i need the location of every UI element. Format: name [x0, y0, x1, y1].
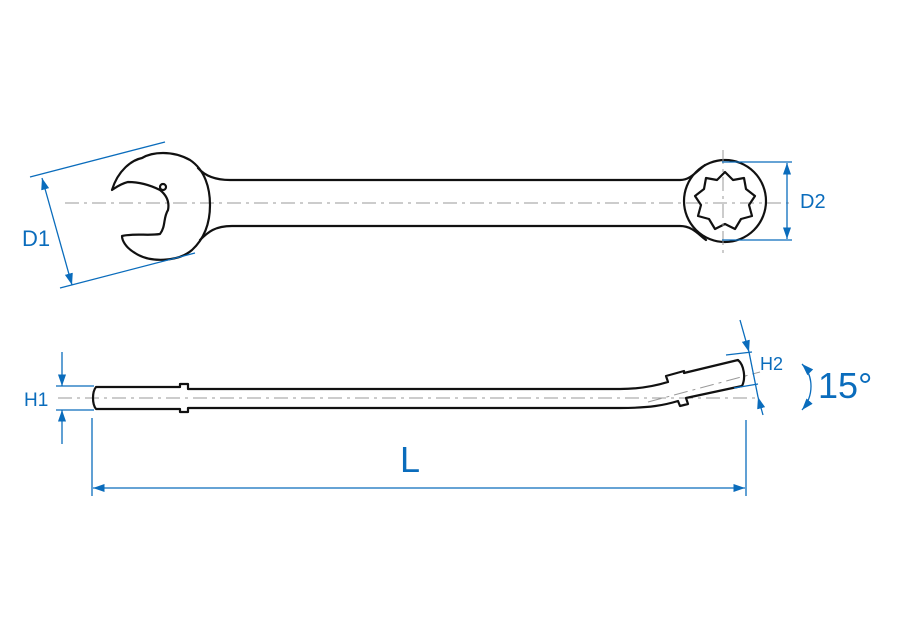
dimension-h2: H2	[725, 319, 783, 416]
wrench-top-view	[65, 150, 790, 261]
dimension-d2: D2	[722, 161, 826, 241]
dimension-angle: 15°	[801, 363, 872, 411]
open-end-head	[110, 151, 212, 261]
centerline-bent	[647, 371, 761, 403]
label-length: L	[400, 439, 420, 480]
ring-end-12-point	[693, 170, 757, 231]
ring-end-outer	[682, 158, 768, 244]
dimension-d1: D1	[22, 141, 196, 289]
side-profile	[91, 358, 746, 414]
dimension-length: L	[91, 418, 747, 496]
handle-bottom	[198, 224, 708, 242]
dimension-h1: H1	[24, 352, 94, 444]
open-end-hole	[158, 182, 168, 192]
label-d2: D2	[800, 191, 826, 213]
label-d1: D1	[22, 226, 50, 251]
label-h2: H2	[760, 354, 783, 374]
handle-top	[196, 163, 707, 182]
wrench-side-view	[58, 358, 761, 414]
label-h1: H1	[24, 390, 48, 411]
label-angle: 15°	[818, 365, 872, 406]
